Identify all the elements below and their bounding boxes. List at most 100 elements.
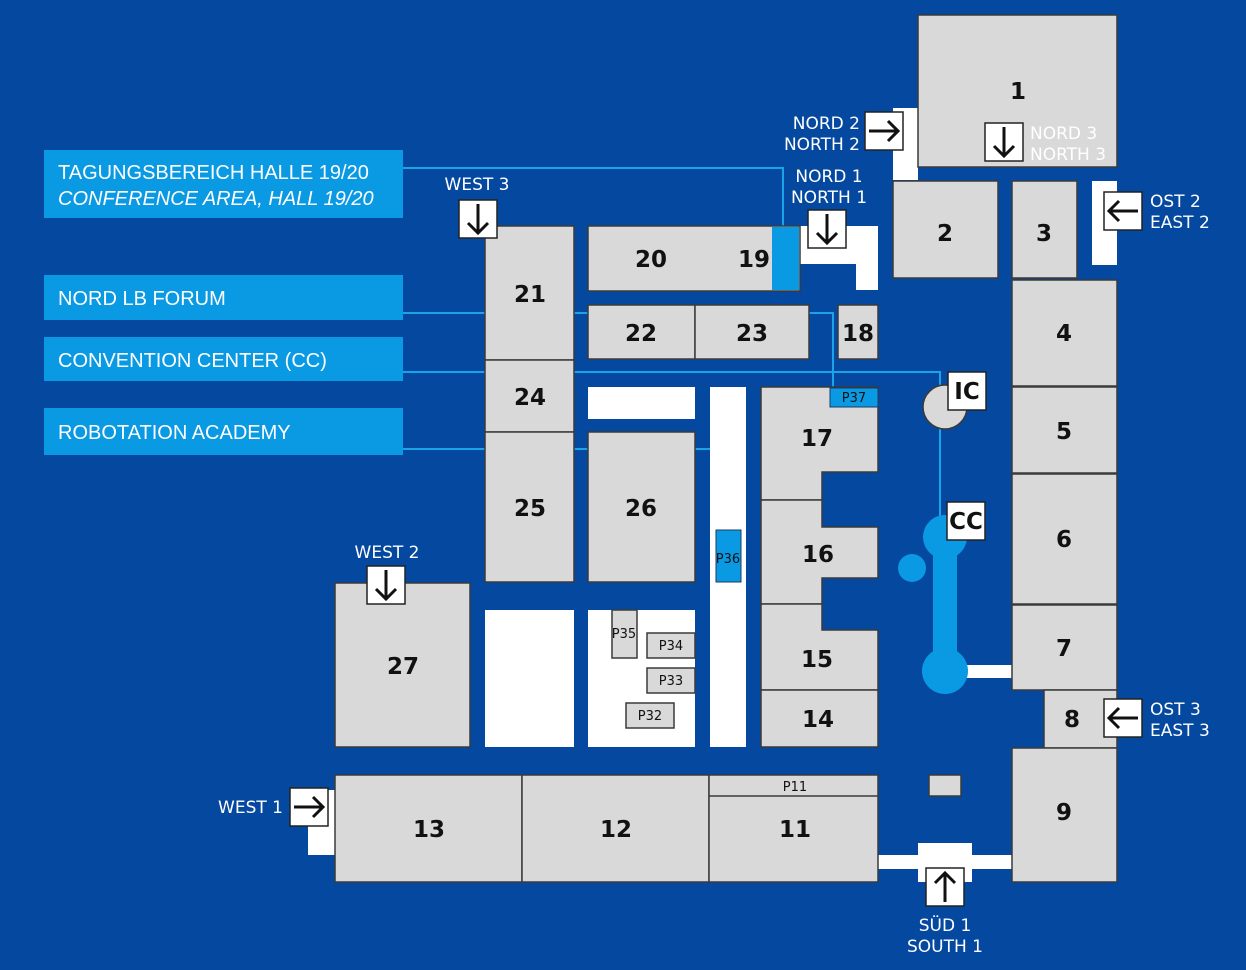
open-area [588,387,695,419]
label-conference-area[interactable]: TAGUNGSBEREICH HALLE 19/20 CONFERENCE AR… [44,150,403,218]
hall-14[interactable]: 14 [760,689,879,748]
gate-west1[interactable]: WEST 1 [218,787,329,827]
nordlb-label: NORD LB FORUM [58,288,226,310]
arrow-down-icon [992,127,1016,159]
walkway [960,665,1012,678]
hall-number: 26 [625,496,657,522]
hall-number: 23 [736,321,768,347]
convention-center[interactable]: CC [898,501,986,694]
hall-5[interactable]: 5 [1011,386,1118,474]
arrow-left-icon [1106,199,1138,223]
conference-label-de: TAGUNGSBEREICH HALLE 19/20 [58,162,369,184]
hall-4[interactable]: 4 [1011,279,1118,387]
pavilion-label: P11 [783,780,807,795]
arrow-left-icon [1106,706,1138,730]
hall-number: 16 [802,542,834,568]
pavilion-p11[interactable]: P11 [783,780,807,795]
hall-27[interactable]: 27 [334,582,471,748]
hall-9[interactable]: 9 [1011,747,1118,883]
pavilion-p32[interactable]: P32 [625,702,675,729]
hall-number: 19 [738,247,770,273]
hall-13[interactable]: 13 [334,774,523,883]
hall-number: 20 [635,247,667,273]
gate-west3[interactable]: WEST 3 [445,175,510,239]
gate-west2[interactable]: WEST 2 [355,543,420,605]
ic-building[interactable]: IC [922,371,987,430]
conference-connector-line [403,167,784,226]
hall-21[interactable]: 21 [484,225,575,361]
pavilion-p33[interactable]: P33 [646,667,696,694]
arrow-down-icon [466,204,490,236]
hall-number: 4 [1056,321,1072,347]
hall-number: 12 [600,817,632,843]
cc-label: CONVENTION CENTER (CC) [58,350,327,372]
hall-number: 6 [1056,527,1072,553]
gate-label: NORD 3 [1030,124,1097,144]
cc-connector-line [403,371,941,520]
arrow-down-icon [374,570,398,602]
arrow-right-icon [869,119,901,143]
hall-19[interactable]: 19 [738,227,799,290]
hall-18[interactable]: 18 [837,304,879,360]
hall-number: 27 [387,654,419,680]
hall-12[interactable]: 12 [521,774,710,883]
cc-marker-label: CC [949,509,983,535]
gate-label: NORD 2 [793,114,860,134]
arrow-down-icon [815,214,839,246]
arrow-up-icon [933,870,957,902]
conference-label-en: CONFERENCE AREA, HALL 19/20 [58,188,374,210]
pavilion-p37[interactable]: P37 [829,387,879,408]
hall-number: 5 [1056,419,1072,445]
hall-20[interactable]: 20 [587,225,801,292]
hall-3[interactable]: 3 [1011,180,1078,279]
hall-number: 15 [801,647,833,673]
gate-sued1[interactable]: SÜD 1 SOUTH 1 [907,867,983,957]
hall-11[interactable]: 11 [708,774,879,883]
hall-26[interactable]: 26 [587,431,696,583]
hall-25[interactable]: 25 [484,431,575,583]
gate-ost3[interactable]: OST 3 EAST 3 [1103,698,1210,741]
hall-number: 21 [514,282,546,308]
hall-6[interactable]: 6 [1011,473,1118,605]
hall-number: 1 [1010,79,1026,105]
gate-ost2[interactable]: OST 2 EAST 2 [1103,191,1210,233]
gate-label: SOUTH 1 [907,937,983,957]
hall-2[interactable]: 2 [892,180,999,279]
gate-label: WEST 2 [355,543,420,563]
hall-number: 2 [937,221,953,247]
gate-nord1[interactable]: NORD 1 NORTH 1 [791,167,867,249]
gate-nord3[interactable]: NORD 3 NORTH 3 [984,122,1106,165]
label-convention-center[interactable]: CONVENTION CENTER (CC) [44,337,403,381]
conference-area-marker [772,227,799,290]
ic-label: IC [954,379,979,405]
gate-label: WEST 3 [445,175,510,195]
hall-7[interactable]: 7 [1011,604,1118,691]
walkway [856,226,878,290]
hall-22[interactable]: 22 [587,304,696,360]
gate-label: NORTH 1 [791,188,867,208]
pavilion-label: P34 [659,639,683,654]
pavilion-p34[interactable]: P34 [646,632,696,659]
robotation-label: ROBOTATION ACADEMY [58,422,291,444]
hall-23[interactable]: 23 [694,304,810,360]
pavilion-p35[interactable]: P35 [611,609,638,659]
hall-number: 13 [413,817,445,843]
gate-nord2[interactable]: NORD 2 NORTH 2 [784,111,904,155]
hall-number: 9 [1056,800,1072,826]
hall-number: 22 [625,321,657,347]
pavilion-label: P32 [638,709,662,724]
pavilion-label: P36 [716,552,740,567]
pavilion-p36[interactable]: P36 [715,529,742,583]
gate-label: OST 3 [1150,700,1201,720]
label-nordlb-forum[interactable]: NORD LB FORUM [44,275,403,320]
hall-number: 18 [842,321,874,347]
hall-24[interactable]: 24 [484,359,575,433]
open-area [485,610,574,747]
label-robotation-academy[interactable]: ROBOTATION ACADEMY [44,408,403,455]
hall-17[interactable]: 17 [760,386,879,501]
hall-number: 7 [1056,636,1072,662]
hall-number: 3 [1036,221,1052,247]
hall-number: 24 [514,385,546,411]
pavilion-label: P35 [612,627,636,642]
